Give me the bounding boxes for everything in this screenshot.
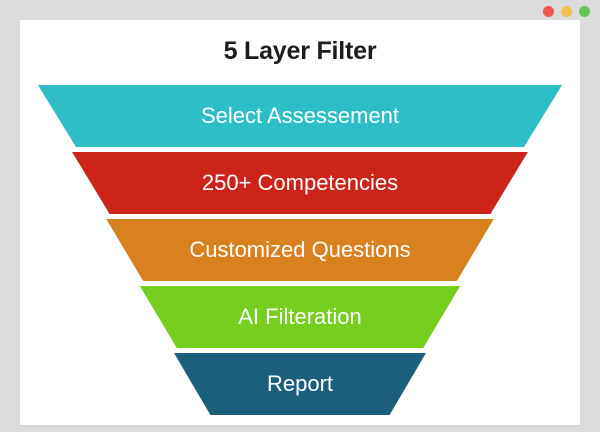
funnel-stage-shape [139, 286, 461, 348]
funnel-stage-label: Report [266, 371, 334, 396]
maximize-icon[interactable] [579, 6, 590, 17]
window-controls [543, 6, 590, 17]
funnel-chart: Select Assessement 250+ Competencies Cus… [20, 85, 580, 425]
funnel-stage-label: Select Assessement [200, 103, 400, 128]
funnel-stage-label: Customized Questions [189, 237, 411, 262]
funnel-stage-shape [106, 219, 494, 281]
funnel-stage-customized-questions[interactable]: Customized Questions [20, 219, 580, 281]
funnel-stage-shape [72, 152, 528, 214]
funnel-stage-select-assessement[interactable]: Select Assessement [20, 85, 580, 147]
close-icon[interactable] [543, 6, 554, 17]
funnel-stage-label: AI Filteration [238, 304, 362, 329]
funnel-stage-label: 250+ Competencies [201, 170, 399, 195]
funnel-stage-ai-filteration[interactable]: AI Filteration [20, 286, 580, 348]
page-title: 5 Layer Filter [223, 37, 377, 65]
slide-card: 5 Layer Filter Select Assessement 250+ C… [20, 20, 580, 425]
funnel-stage-shape [37, 85, 563, 147]
minimize-icon[interactable] [561, 6, 572, 17]
funnel-stage-shape [174, 353, 426, 415]
funnel-stage-report[interactable]: Report [20, 353, 580, 415]
funnel-stage-250-competencies[interactable]: 250+ Competencies [20, 152, 580, 214]
